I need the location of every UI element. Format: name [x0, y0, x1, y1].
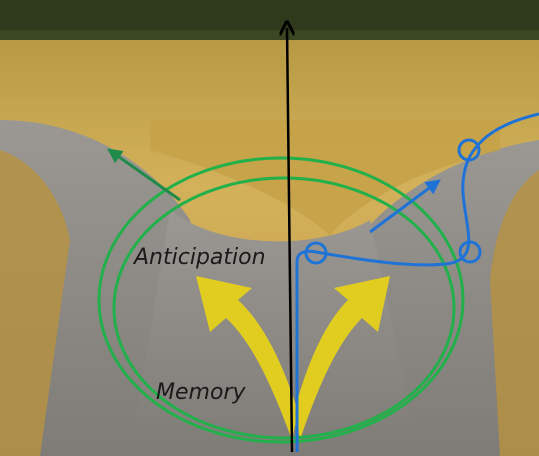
- trajectory-node: [458, 240, 482, 264]
- trajectory-node: [457, 138, 481, 162]
- up-arrow-icon: [287, 28, 292, 453]
- ring-inner: [112, 176, 456, 440]
- grass-wedge: [150, 120, 500, 235]
- road-trunk: [130, 210, 420, 456]
- grass-left-edge: [0, 150, 70, 456]
- anticipation-label: Anticipation: [132, 245, 266, 270]
- trajectory-node: [304, 241, 328, 265]
- trajectory-path: [295, 112, 539, 452]
- forked-arrow-icon: [196, 276, 390, 440]
- grass-right-edge: [490, 170, 539, 456]
- past-direction-arrow: [107, 148, 181, 202]
- ring-outer: [97, 156, 465, 444]
- memory-label: Memory: [156, 380, 246, 405]
- future-direction-arrow: [369, 179, 441, 234]
